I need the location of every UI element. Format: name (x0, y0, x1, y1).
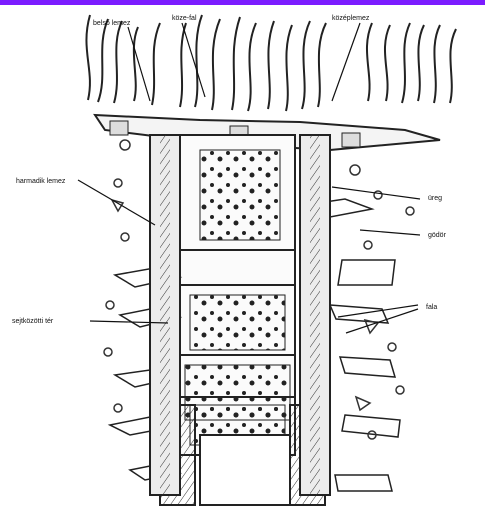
label-top-right: középlemez (332, 15, 370, 22)
fibrous-top (86, 15, 456, 111)
label-top-center: köze-fal (172, 15, 197, 22)
right-band (300, 135, 330, 495)
label-left-mid: harmadik lemez (16, 178, 66, 185)
left-band (150, 135, 180, 495)
plant-cell-wall-diagram: köze-fal belső lemez középlemez harmadik… (0, 5, 485, 518)
diagram-svg: köze-fal belső lemez középlemez harmadik… (0, 5, 485, 518)
label-left-lower: sejtközötti tér (12, 318, 54, 325)
label-right-lower: fala (426, 304, 437, 311)
label-right-mid: gödör (428, 232, 447, 239)
label-top-left: belső lemez (93, 20, 131, 27)
label-right-upper: üreg (428, 195, 442, 202)
